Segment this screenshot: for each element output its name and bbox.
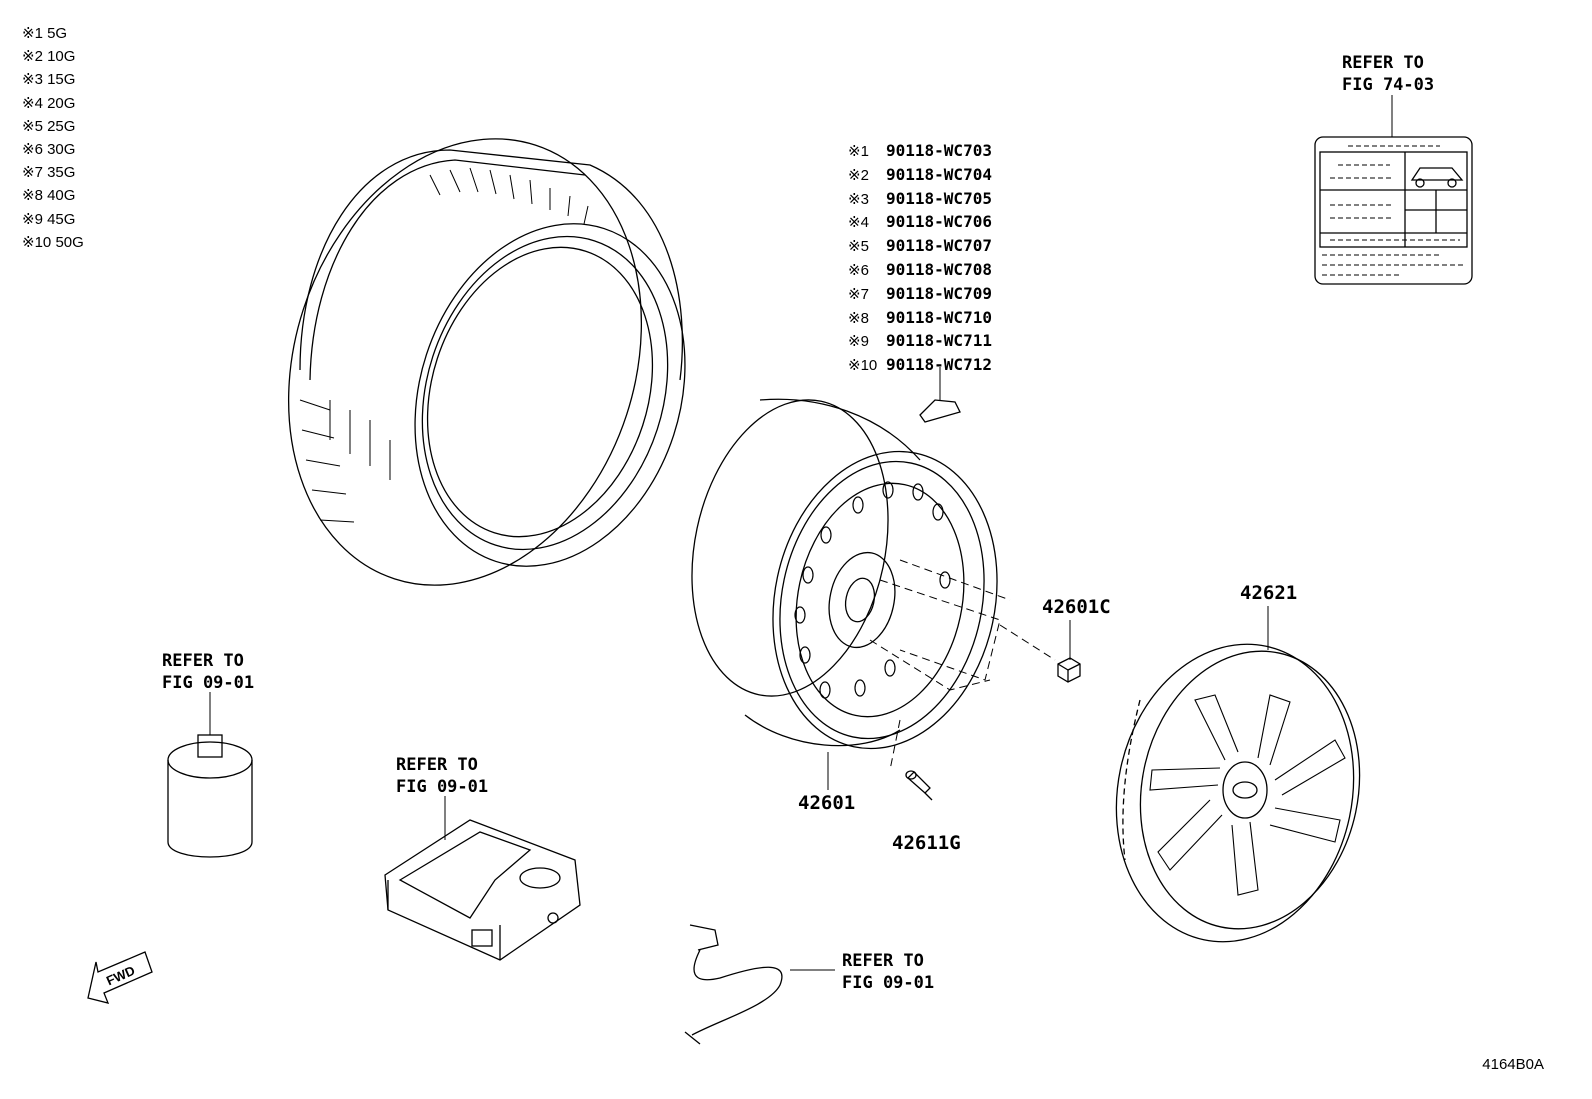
balance-weight (919, 399, 961, 423)
legend-row: ※9 45G (22, 210, 76, 228)
legend-row: ※2 10G (22, 48, 76, 66)
part-label-nut[interactable]: 42601C (1042, 596, 1111, 618)
part-label-valve[interactable]: 42611G (892, 832, 961, 854)
leader-lines (209, 95, 1393, 971)
hub-nut (1057, 657, 1081, 683)
legend-row: ※3 15G (22, 71, 76, 89)
legend-row: ※4 20G (22, 94, 76, 112)
steel-wheel (691, 398, 1056, 771)
wheel-cap (1115, 643, 1361, 943)
compressor (384, 819, 581, 961)
sealant-bottle (167, 734, 253, 858)
legend-row: ※8 40G (22, 187, 76, 205)
legend-row: ※1 5G (22, 25, 68, 42)
air-hose (684, 924, 783, 1045)
part-label-wheel-cap[interactable]: 42621 (1240, 582, 1298, 604)
part-label-wheel[interactable]: 42601 (798, 792, 856, 814)
valve-stem (905, 770, 933, 801)
tire-info-label (1314, 136, 1473, 285)
fwd-arrow (87, 951, 153, 1004)
legend-row: ※10 50G (22, 233, 84, 251)
legend-row: ※5 25G (22, 117, 76, 135)
illustration-code: 4164B0A (1482, 1056, 1544, 1073)
tire (287, 138, 686, 586)
legend-row: ※7 35G (22, 164, 76, 182)
weight-legend: ※1 5G ※2 10G ※3 15G ※4 20G ※5 25G ※6 30G… (22, 22, 84, 254)
legend-row: ※6 30G (22, 141, 76, 159)
